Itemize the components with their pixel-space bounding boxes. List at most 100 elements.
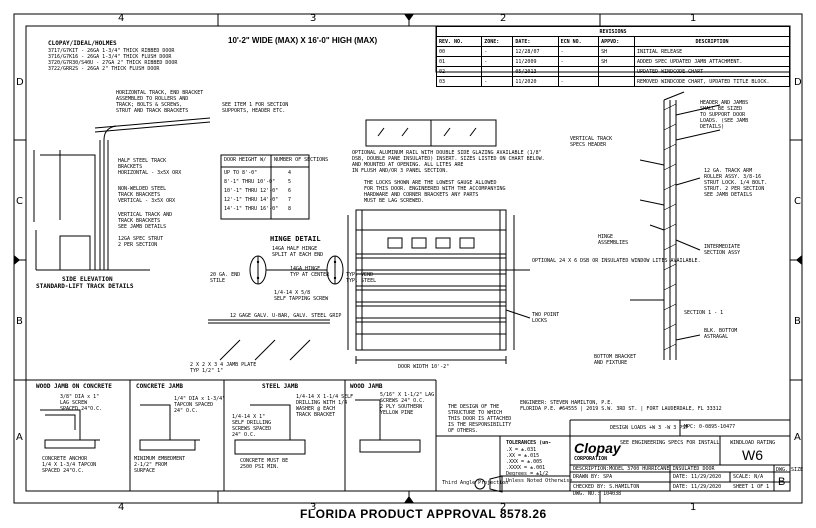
- mpc-number: MPC: 0-0895-10477: [684, 424, 736, 430]
- company-logo: Clopay: [574, 440, 621, 456]
- callout-intermediate: INTERMEDIATE SECTION ASSY: [704, 244, 741, 256]
- rev-row: 02 - 05/2013 - UPDATED WINDCODE CHART: [435, 66, 790, 77]
- rev-cell: -: [557, 56, 600, 67]
- sheet-field: SHEET 1 OF 1: [733, 484, 770, 490]
- main-size-title: 10'-2" WIDE (MAX) X 16'-0" HIGH (MAX): [228, 36, 378, 45]
- rev-cell: 11/2020: [512, 76, 559, 87]
- engineer-note: ENGINEER: STEVEN HAMILTON, P.E. FLORIDA …: [520, 400, 722, 412]
- florida-approval-title: FLORIDA PRODUCT APPROVAL 8578.26: [300, 507, 547, 521]
- rev-cell: 00: [435, 46, 483, 57]
- model-line: 3722/GRR2S - 26GA 2" THICK FLUSH DOOR: [48, 66, 160, 72]
- model-line: 3716/G7K16 - 26GA 1-3/4" THICK FLUSH DOO…: [48, 54, 172, 60]
- zone-label-right-a: A: [794, 432, 801, 443]
- rev-cell: -: [557, 76, 600, 87]
- rev-cell: -: [557, 66, 600, 77]
- rev-cell: 05/2013: [512, 66, 559, 77]
- callout-concrete-strength: CONCRETE MUST BE 2500 PSI MIN.: [240, 458, 289, 470]
- callout-min-embedment: MINIMUM EMBEDMENT 2-1/2" FROM SURFACE: [134, 456, 186, 474]
- callout-ext-panel: SEE ITEM 1 FOR SECTION SUPPORTS, HEADER …: [222, 102, 289, 114]
- section-chart-cell: 7: [288, 197, 292, 203]
- rev-cell: [598, 66, 635, 77]
- rev-cell: UPDATED WINDCODE CHART: [634, 66, 790, 77]
- callout-hinge-center: 14GA HINGE TYP AT CENTER: [290, 266, 330, 278]
- tolerances-title: TOLERANCES (un-: [506, 440, 552, 446]
- callout-bottom-bracket: BOTTOM BRACKET AND FIXTURE: [594, 354, 637, 366]
- install-note: SEE ENGINEERING SPECS FOR INSTALL: [620, 440, 720, 446]
- zone-label-right-b: B: [794, 316, 801, 327]
- inner-border: [25, 25, 791, 492]
- rev-cell: ADDED SPEC UPDATED JAMB ATTACHMENT.: [634, 56, 790, 67]
- rev-cell: -: [481, 76, 514, 87]
- callout-u-bar: 12 GAGE GALV. U-BAR, GALV. STEEL GRIP: [230, 313, 342, 319]
- rev-cell: SH: [598, 56, 635, 67]
- callout-hinge-assemblies: HINGE ASSEMBLIES: [598, 234, 629, 246]
- callout-hinge-screw: 1/4-14 X 5/8 SELF TAPPING SCREW: [274, 290, 329, 302]
- section-1-1-label: SECTION 1 - 1: [684, 310, 724, 316]
- zone-label-top-4: 4: [118, 13, 125, 24]
- section-chart-cell: 4: [288, 170, 292, 176]
- structure-note: THE DESIGN OF THE STRUCTURE TO WHICH THI…: [448, 404, 512, 434]
- section-chart-header: DOOR HEIGHT W/: [224, 157, 267, 163]
- side-elevation-title: SIDE ELEVATION: [62, 276, 113, 283]
- callout-bottom-astragal: BLK. BOTTOM ASTRAGAL: [704, 328, 738, 340]
- callout-half-bracket: HALF STEEL TRACK BRACKETS HORIZONTAL - 3…: [118, 158, 182, 176]
- callout-concrete-anchor: CONCRETE ANCHOR 1/4 X 1-3/4 TAPCON SPACE…: [42, 456, 97, 474]
- tolerance-value: .X = ±.031: [506, 447, 537, 453]
- optional-lites-note: OPTIONAL 24 X 6 DSB OR INSULATED WINDOW …: [532, 258, 701, 264]
- zone-label-right-d: D: [794, 77, 802, 88]
- rev-cell: 11/2009: [512, 56, 559, 67]
- section-chart-cell: 12'-1" THRU 14'-0": [224, 197, 279, 203]
- revisions-table: REVISIONS REV. NO. ZONE: DATE: ECN NO. A…: [435, 26, 790, 87]
- rev-cell: SH: [598, 46, 635, 57]
- zone-label-top-1: 1: [690, 13, 697, 24]
- rev-header: ZONE:: [481, 36, 514, 47]
- zone-label-bottom-2: 2: [500, 502, 507, 513]
- callout-strut: 12GA SPEC STRUT 2 PER SECTION: [118, 236, 164, 248]
- callout-gauge-note: THE LOCKS SHOWN ARE THE LOWEST GAUGE ALL…: [364, 180, 506, 204]
- callout-two-point-locks: TWO POINT LOCKS: [532, 312, 560, 324]
- company-corp: CORPORATION: [574, 456, 608, 462]
- rev-cell: 12/28/07: [512, 46, 559, 57]
- section-chart-cell: UP TO 8'-0": [224, 170, 258, 176]
- std-lift-title: STANDARD-LIFT TRACK DETAILS: [36, 283, 134, 290]
- rev-cell: -: [557, 46, 600, 57]
- rev-cell: INITIAL RELEASE: [634, 46, 790, 57]
- tolerance-value: .XXXX = ±.001: [506, 465, 546, 471]
- callout-vertical-track-header: VERTICAL TRACK SPECS HEADER: [570, 136, 613, 148]
- concrete-jamb-title: CONCRETE JAMB: [136, 383, 183, 390]
- callout-self-drilling: 1/4-14 X 1" SELF DRILLING SCREWS SPACED …: [232, 414, 272, 438]
- third-angle-label: Third Angle Projection: [442, 480, 509, 486]
- drawn-by-field: DRAWN BY: SPA: [573, 474, 613, 480]
- windload-code: W6: [742, 447, 763, 463]
- callout-glazing: OPTIONAL ALUMINUM RAIL WITH DOUBLE SIDE …: [352, 150, 545, 174]
- callout-vertical-track: VERTICAL TRACK AND TRACK BRACKETS SEE JA…: [118, 212, 173, 230]
- section-chart-cell: 10'-1" THRU 12'-0": [224, 188, 279, 194]
- date-checked-field: DATE: 11/29/2020: [673, 484, 722, 490]
- section-chart-header: NUMBER OF SECTIONS: [274, 157, 329, 163]
- models-heading: CLOPAY/IDEAL/HOLMES: [48, 40, 117, 47]
- rev-row: 00 - 12/28/07 - SH INITIAL RELEASE: [435, 46, 790, 57]
- optional-lites-text: OPTIONAL 24 X 6 DSB OR INSULATED WINDOW …: [532, 258, 701, 264]
- dwg-size-label: DWG. SIZE: [776, 467, 804, 473]
- rev-header: REV. NO.: [435, 36, 483, 47]
- rev-cell: REMOVED WINDCODE CHART, UPDATED TITLE BL…: [634, 76, 790, 87]
- dwg-size-value: B: [778, 476, 786, 488]
- dwg-number-field: DWG. NO.: 104038: [573, 491, 622, 497]
- description-field: DESCRIPTION:MODEL 3700 HURRICANE INSULAT…: [573, 466, 715, 472]
- rev-cell: -: [481, 66, 514, 77]
- windload-design-note: DESIGN LOADS +W 3 -W 3 PSF: [610, 425, 689, 431]
- wood-jamb-title: WOOD JAMB: [350, 383, 383, 390]
- callout-jamb-plate: 2 X 2 X 3 4 JAMB PLATE TYP 1/2" 1": [190, 362, 257, 374]
- zone-label-bottom-1: 1: [690, 502, 697, 513]
- tolerance-value: Degrees = ±1/2: [506, 471, 549, 477]
- zone-label-top-3: 3: [310, 13, 317, 24]
- callout-hinge-split: 14GA HALF HINGE SPLIT AT EACH END: [272, 246, 324, 258]
- rev-row: 01 - 11/2009 - SH ADDED SPEC UPDATED JAM…: [435, 56, 790, 67]
- section-chart-cell: 8'-1" THRU 10'-0": [224, 179, 276, 185]
- rev-header: DESCRIPTION: [634, 36, 790, 47]
- callout-end-stile: 20 GA. END STILE: [210, 272, 241, 284]
- rev-header: DATE:: [512, 36, 559, 47]
- rev-header: ECN NO.: [557, 36, 600, 47]
- callout-jamb-fastener: 1/4-14 X 1-1/4 SELF DRILLING WITH 1/4 WA…: [296, 394, 354, 418]
